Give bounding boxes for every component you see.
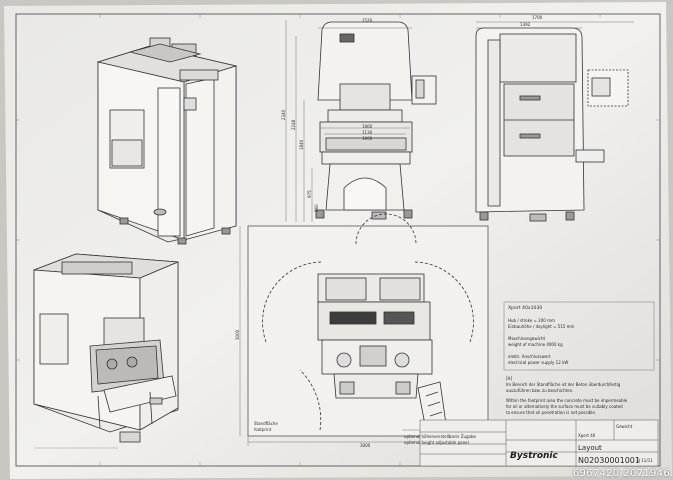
- drawing-name: Layout: [578, 444, 602, 452]
- brand-logo-text: Bystronic: [510, 451, 558, 461]
- title-block: [419, 419, 659, 467]
- front-view-dimensions: [285, 20, 412, 222]
- dim-top-width-2: 1700: [532, 15, 543, 20]
- dim-front-2: 1130: [362, 130, 373, 135]
- dim-front-3: 1000: [362, 136, 373, 141]
- document-number: N02030001001: [578, 456, 640, 465]
- product-name: Xpert 40: [578, 433, 596, 438]
- front-elevation-view: [315, 21, 437, 220]
- watermark-id: 6967420-2071946: [572, 468, 670, 479]
- isometric-view-bottom: [33, 253, 179, 443]
- note-spec-line-6: electrical power supply 12 kW: [508, 360, 569, 365]
- side-elevation-view: [475, 27, 629, 222]
- note-spec-line-4: weight of machine 4000 kg: [508, 342, 563, 347]
- note-spec-line-5: elektr. Anschlusswert: [508, 354, 551, 359]
- isometric-view-top: [96, 37, 238, 245]
- note-spec-line-1: Hub / stroke = 200 mm: [508, 318, 555, 323]
- note-de-line-1: Im Bereich der Standfläche ist der Beton…: [506, 382, 621, 387]
- dim-height-3: 2340: [281, 109, 286, 120]
- dim-height-4: 975: [307, 190, 312, 198]
- dim-plan-width: 3000: [360, 443, 371, 448]
- dim-plan-height: 3000: [235, 329, 240, 340]
- note-en-line-2: for oil or alternatively the surface mus…: [506, 404, 623, 409]
- material-field: Gewicht: [616, 424, 633, 429]
- dim-height-1: 1840: [299, 139, 304, 150]
- note-en-line-1: Within the footprint area the concrete m…: [506, 398, 628, 403]
- dim-front-1: 1060: [362, 124, 373, 129]
- label-optional-de: optional höhenverstellbarer Zugabe: [404, 434, 476, 439]
- label-standflaeche: Standfläche: [254, 421, 278, 426]
- dim-height-5: 960: [314, 204, 319, 212]
- dim-top-width-1: 1520: [362, 18, 373, 23]
- notes-frame: [503, 301, 655, 371]
- floor-plan-view: [247, 213, 489, 437]
- note-spec-line-3: Maschinengewicht: [508, 336, 546, 341]
- label-optional-en: optional height adjustable panel: [404, 440, 469, 445]
- note-spec-line-2: Einbauhöhe / daylight = 515 mm: [508, 324, 575, 329]
- label-footprint: footprint: [254, 427, 272, 432]
- dim-height-2: 2248: [291, 119, 296, 130]
- dim-top-width-3: 1392: [520, 22, 531, 27]
- note-en-line-3: to ensure that oil penetration is not po…: [506, 410, 597, 415]
- note-machine-name: Xpert 40x1030: [508, 306, 543, 311]
- note-hint: [H]: [506, 376, 513, 381]
- note-de-line-2: auszuführen bzw. zu beschichten.: [506, 388, 574, 393]
- sheet-number: -3 11/11: [636, 458, 653, 463]
- side-view-dimensions: [476, 21, 634, 29]
